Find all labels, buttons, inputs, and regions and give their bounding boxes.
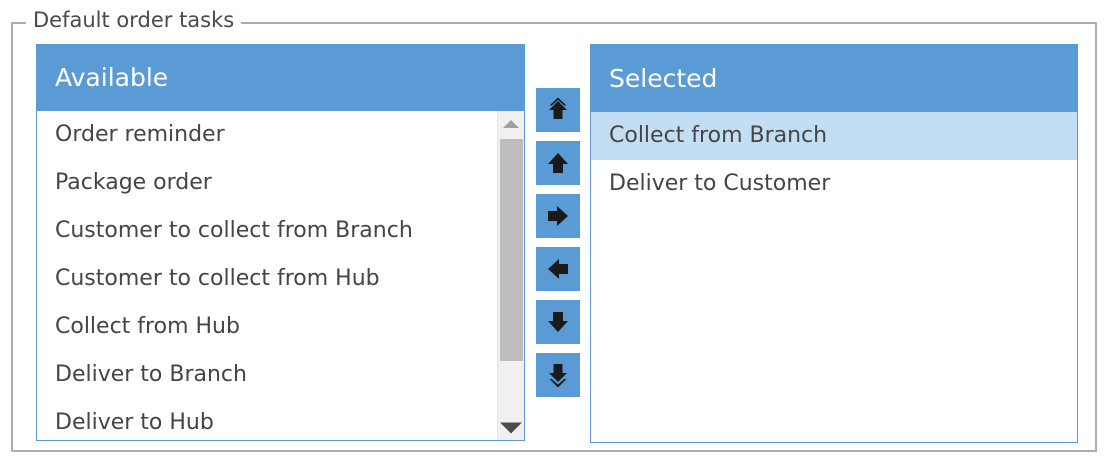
- move-up-button[interactable]: [536, 141, 580, 185]
- down-arrow-icon: [536, 300, 580, 344]
- available-list[interactable]: Order reminder Package order Customer to…: [37, 111, 524, 440]
- scrollbar-thumb[interactable]: [500, 139, 523, 361]
- list-item[interactable]: Deliver to Branch: [55, 362, 247, 387]
- transfer-button-column: [536, 88, 580, 406]
- up-arrow-icon: [536, 141, 580, 185]
- available-list-scrollbar[interactable]: [497, 111, 524, 440]
- list-item[interactable]: Customer to collect from Branch: [55, 218, 413, 243]
- available-list-items: Order reminder Package order Customer to…: [37, 111, 497, 440]
- available-panel-title: Available: [37, 45, 524, 111]
- right-arrow-icon: [536, 194, 580, 238]
- move-right-button[interactable]: [536, 194, 580, 238]
- scroll-down-icon[interactable]: [498, 415, 524, 440]
- list-item[interactable]: Order reminder: [55, 122, 225, 147]
- move-all-up-button[interactable]: [536, 88, 580, 132]
- move-left-button[interactable]: [536, 247, 580, 291]
- list-item[interactable]: Deliver to Customer: [609, 171, 831, 196]
- left-arrow-icon: [536, 247, 580, 291]
- move-down-button[interactable]: [536, 300, 580, 344]
- list-item[interactable]: Customer to collect from Hub: [55, 266, 380, 291]
- selected-list-items: Collect from Branch Deliver to Customer: [591, 112, 1077, 208]
- scroll-up-icon[interactable]: [498, 111, 524, 137]
- default-order-tasks-fieldset: [11, 22, 1097, 452]
- fieldset-legend: Default order tasks: [26, 6, 242, 34]
- list-item[interactable]: Package order: [55, 170, 212, 195]
- list-item[interactable]: Collect from Branch: [591, 112, 1077, 160]
- available-panel: Available Order reminder Package order C…: [36, 44, 525, 441]
- list-item[interactable]: Collect from Hub: [55, 314, 240, 339]
- selected-list[interactable]: Collect from Branch Deliver to Customer: [591, 112, 1077, 442]
- list-item[interactable]: Deliver to Hub: [55, 410, 214, 435]
- selected-panel-title: Selected: [591, 45, 1077, 112]
- double-down-arrow-icon: [536, 353, 580, 397]
- move-all-down-button[interactable]: [536, 353, 580, 397]
- double-up-arrow-icon: [536, 88, 580, 132]
- selected-panel: Selected Collect from Branch Deliver to …: [590, 44, 1078, 443]
